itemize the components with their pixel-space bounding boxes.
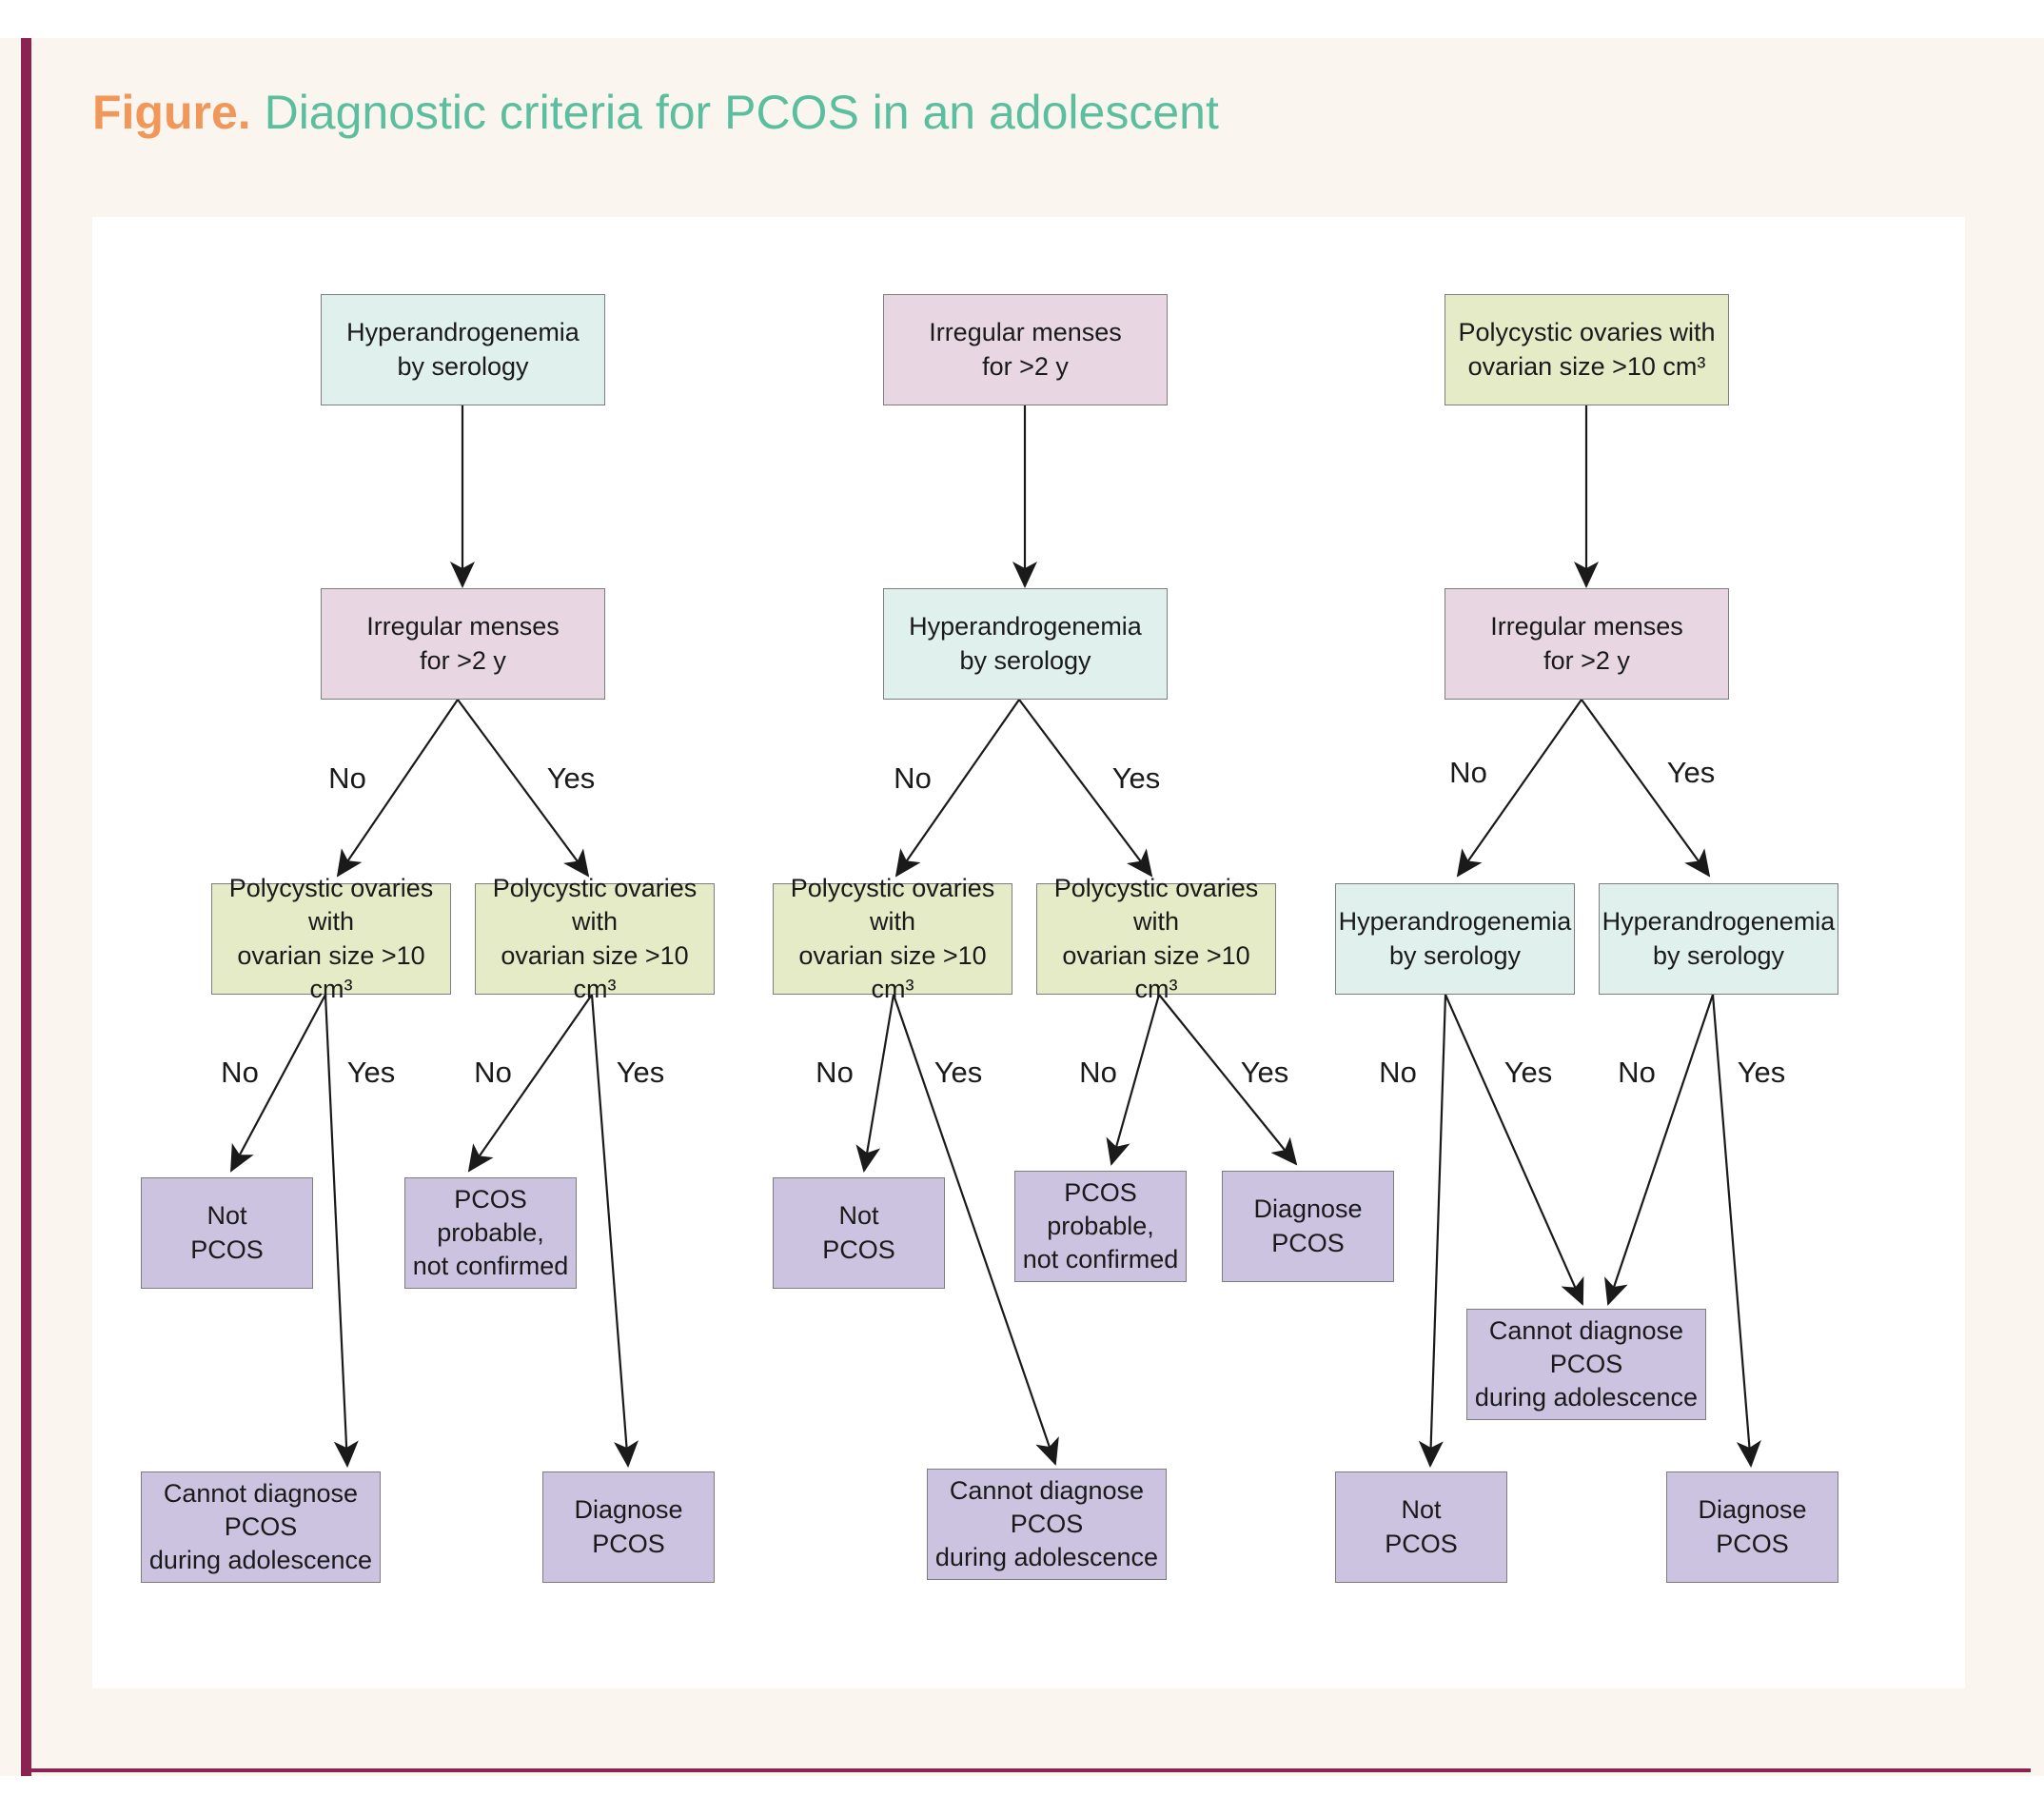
branch-label-yes: Yes [1666,756,1716,789]
arrow-c-hyper-yes-to-c-diagnose [1711,994,1761,1468]
node-b-polycystic-ovaries-no: Polycystic ovaries with ovarian size >10… [773,874,1012,1003]
branch-label-no: No [1618,1056,1656,1089]
branch-label-yes: Yes [1240,1056,1289,1089]
branch-label-no: No [221,1056,259,1089]
branch-label-yes: Yes [1737,1056,1786,1089]
frame-accent-bar [21,38,31,1776]
node-b-polycystic-ovaries-yes: Polycystic ovaries with ovarian size >10… [1036,874,1276,1003]
arrow-b-ovary-no-to-b-cannot [892,994,1059,1466]
arrow-c-hyper-no-to-c-cannot [1444,994,1584,1306]
node-c-cannot-diagnose: Cannot diagnose PCOS during adolescence [1466,1309,1706,1420]
node-a-polycystic-ovaries-no: Polycystic ovaries with ovarian size >10… [211,874,451,1003]
arrow-a-ovary-no-to-a-not [230,994,326,1173]
branch-label-no: No [328,761,366,795]
node-a-not-pcos: Not PCOS [141,1177,313,1289]
node-c-irregular-menses: Irregular menses for >2 y [1445,588,1729,700]
frame-bottom-rule [21,1768,2031,1772]
arrow-c-menses-to-c-hyper-no [1456,699,1582,878]
node-c-hyperandrogenemia-no: Hyperandrogenemia by serology [1335,883,1575,995]
node-b-root-irregular-menses: Irregular menses for >2 y [883,294,1168,405]
branch-label-yes: Yes [616,1056,665,1089]
branch-label-yes: Yes [346,1056,396,1089]
node-a-irregular-menses: Irregular menses for >2 y [321,588,605,700]
node-c-diagnose-pcos: Diagnose PCOS [1666,1471,1838,1583]
branch-label-no: No [816,1056,854,1089]
branch-label-yes: Yes [1504,1056,1553,1089]
node-c-root-polycystic-ovaries: Polycystic ovaries with ovarian size >10… [1445,294,1729,405]
arrow-a-ovary-yes-to-a-diagnose [590,994,639,1468]
branch-label-no: No [894,761,932,795]
branch-label-no: No [474,1056,512,1089]
node-b-hyperandrogenemia: Hyperandrogenemia by serology [883,588,1168,700]
arrow-b-hyper-to-b-ovary-no [894,699,1020,878]
node-b-not-pcos: Not PCOS [773,1177,945,1289]
figure-title-prefix: Figure. [92,86,251,139]
arrow-b-ovary-no-to-b-not [855,994,895,1173]
branch-label-no: No [1379,1056,1417,1089]
node-a-cannot-diagnose: Cannot diagnose PCOS during adolescence [141,1471,381,1583]
branch-label-yes: Yes [1111,761,1161,795]
arrow-b-hyper-to-b-ovary-yes [1018,699,1153,878]
node-b-diagnose-pcos: Diagnose PCOS [1222,1171,1394,1282]
branch-label-yes: Yes [546,761,596,795]
arrow-a-menses-to-a-ovary-yes [457,699,590,878]
node-a-diagnose-pcos: Diagnose PCOS [542,1471,715,1583]
node-b-cannot-diagnose: Cannot diagnose PCOS during adolescence [927,1469,1167,1580]
node-a-polycystic-ovaries-yes: Polycystic ovaries with ovarian size >10… [475,874,715,1003]
arrow-b-ovary-yes-to-b-probable [1106,994,1161,1166]
node-c-hyperandrogenemia-yes: Hyperandrogenemia by serology [1599,883,1838,995]
arrow-a-ovary-yes-to-a-probable [467,994,593,1173]
arrow-c-menses-to-c-hyper-yes [1581,699,1711,878]
node-c-not-pcos: Not PCOS [1335,1471,1507,1583]
branch-label-no: No [1449,756,1487,789]
node-b-pcos-probable: PCOS probable, not confirmed [1014,1171,1187,1282]
arrow-a-ovary-no-to-a-cannot [324,994,359,1468]
arrow-c-hyper-yes-to-c-cannot [1604,994,1715,1306]
node-a-pcos-probable: PCOS probable, not confirmed [404,1177,577,1289]
branch-label-yes: Yes [934,1056,983,1089]
node-a-root-hyperandrogenemia: Hyperandrogenemia by serology [321,294,605,405]
figure-title-text: Diagnostic criteria for PCOS in an adole… [264,86,1219,139]
arrow-b-ovary-yes-to-b-diagnose [1158,994,1298,1166]
arrow-c-hyper-no-to-c-not [1418,994,1447,1468]
figure-title: Figure. Diagnostic criteria for PCOS in … [92,84,1219,141]
branch-label-no: No [1079,1056,1117,1089]
arrow-a-menses-to-a-ovary-no [336,699,459,878]
